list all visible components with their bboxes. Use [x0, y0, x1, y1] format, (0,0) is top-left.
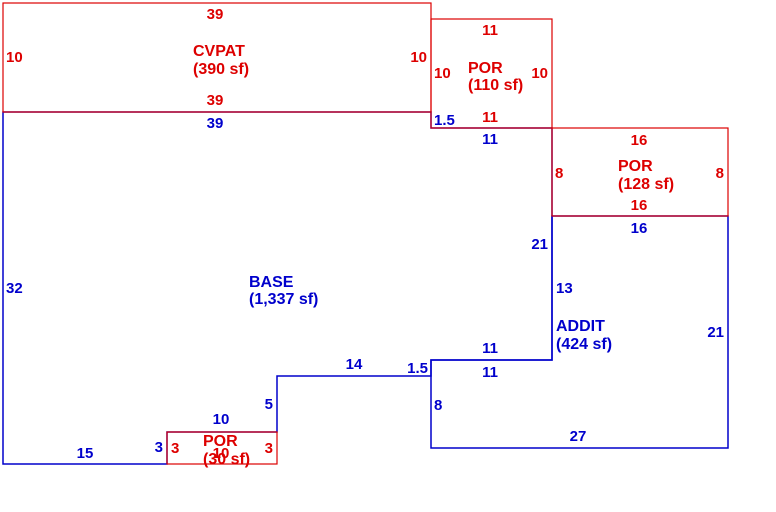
cvpat-bottom-dim: 39: [207, 92, 224, 109]
por-top-left-dim: 10: [434, 65, 451, 82]
por-top-right-dim: 10: [531, 65, 548, 82]
base-lower-a-dim: 11: [482, 340, 498, 357]
cvpat-right-dim: 10: [410, 49, 427, 66]
por-right-right-dim: 8: [716, 165, 724, 182]
por-right-name: POR: [618, 158, 653, 175]
por-small-size: (30 sf): [203, 451, 250, 468]
base-seg-e-dim: 3: [155, 439, 163, 456]
base-lower-b-dim: 1.5: [407, 360, 428, 377]
por-small-top-dim: 10: [213, 445, 230, 462]
por-top-bottom-dim: 11: [482, 109, 498, 126]
addit-bottom-dim: 27: [570, 428, 587, 445]
por-top-top-dim: 11: [482, 22, 498, 39]
base-name: BASE: [249, 274, 294, 291]
addit-top-dim: 16: [631, 220, 648, 237]
addit-size: (424 sf): [556, 336, 612, 353]
por-small-outline: [166, 431, 278, 465]
base-left-dim: 32: [6, 280, 23, 297]
addit-mid-dim: 13: [556, 280, 573, 297]
cvpat-top-dim: 39: [207, 6, 224, 23]
por-right-top-dim: 16: [631, 132, 648, 149]
addit-outline: [430, 215, 729, 449]
base-bottom-dim: 15: [77, 445, 94, 462]
por-small-name: POR: [203, 433, 238, 450]
por-top-size: (110 sf): [468, 77, 523, 94]
por-small-right-dim: 3: [265, 440, 273, 457]
por-right-left-dim: 8: [555, 165, 563, 182]
cvpat-size: (390 sf): [193, 61, 249, 78]
base-seg-b-dim: 11: [482, 131, 498, 148]
por-top-outline: [430, 18, 553, 129]
cvpat-left-dim: 10: [6, 49, 23, 66]
addit-right-dim: 21: [707, 324, 724, 341]
base-step-c-dim: 5: [265, 396, 273, 413]
addit-left-dim: 8: [434, 397, 442, 414]
base-right-dim: 21: [531, 236, 548, 253]
base-top-dim: 39: [207, 115, 224, 132]
base-size: (1,337 sf): [249, 291, 318, 308]
addit-lower-dim: 11: [482, 364, 498, 381]
por-right-bottom-dim: 16: [631, 197, 648, 214]
base-step-a-dim: 1.5: [434, 112, 455, 129]
por-right-outline: [551, 127, 729, 217]
addit-name: ADDIT: [556, 318, 605, 335]
por-small-left-dim: 3: [171, 440, 179, 457]
por-top-name: POR: [468, 60, 503, 77]
base-lower-c-dim: 14: [346, 356, 363, 373]
base-seg-d-dim: 10: [213, 411, 230, 428]
por-right-size: (128 sf): [618, 176, 674, 193]
cvpat-name: CVPAT: [193, 43, 245, 60]
